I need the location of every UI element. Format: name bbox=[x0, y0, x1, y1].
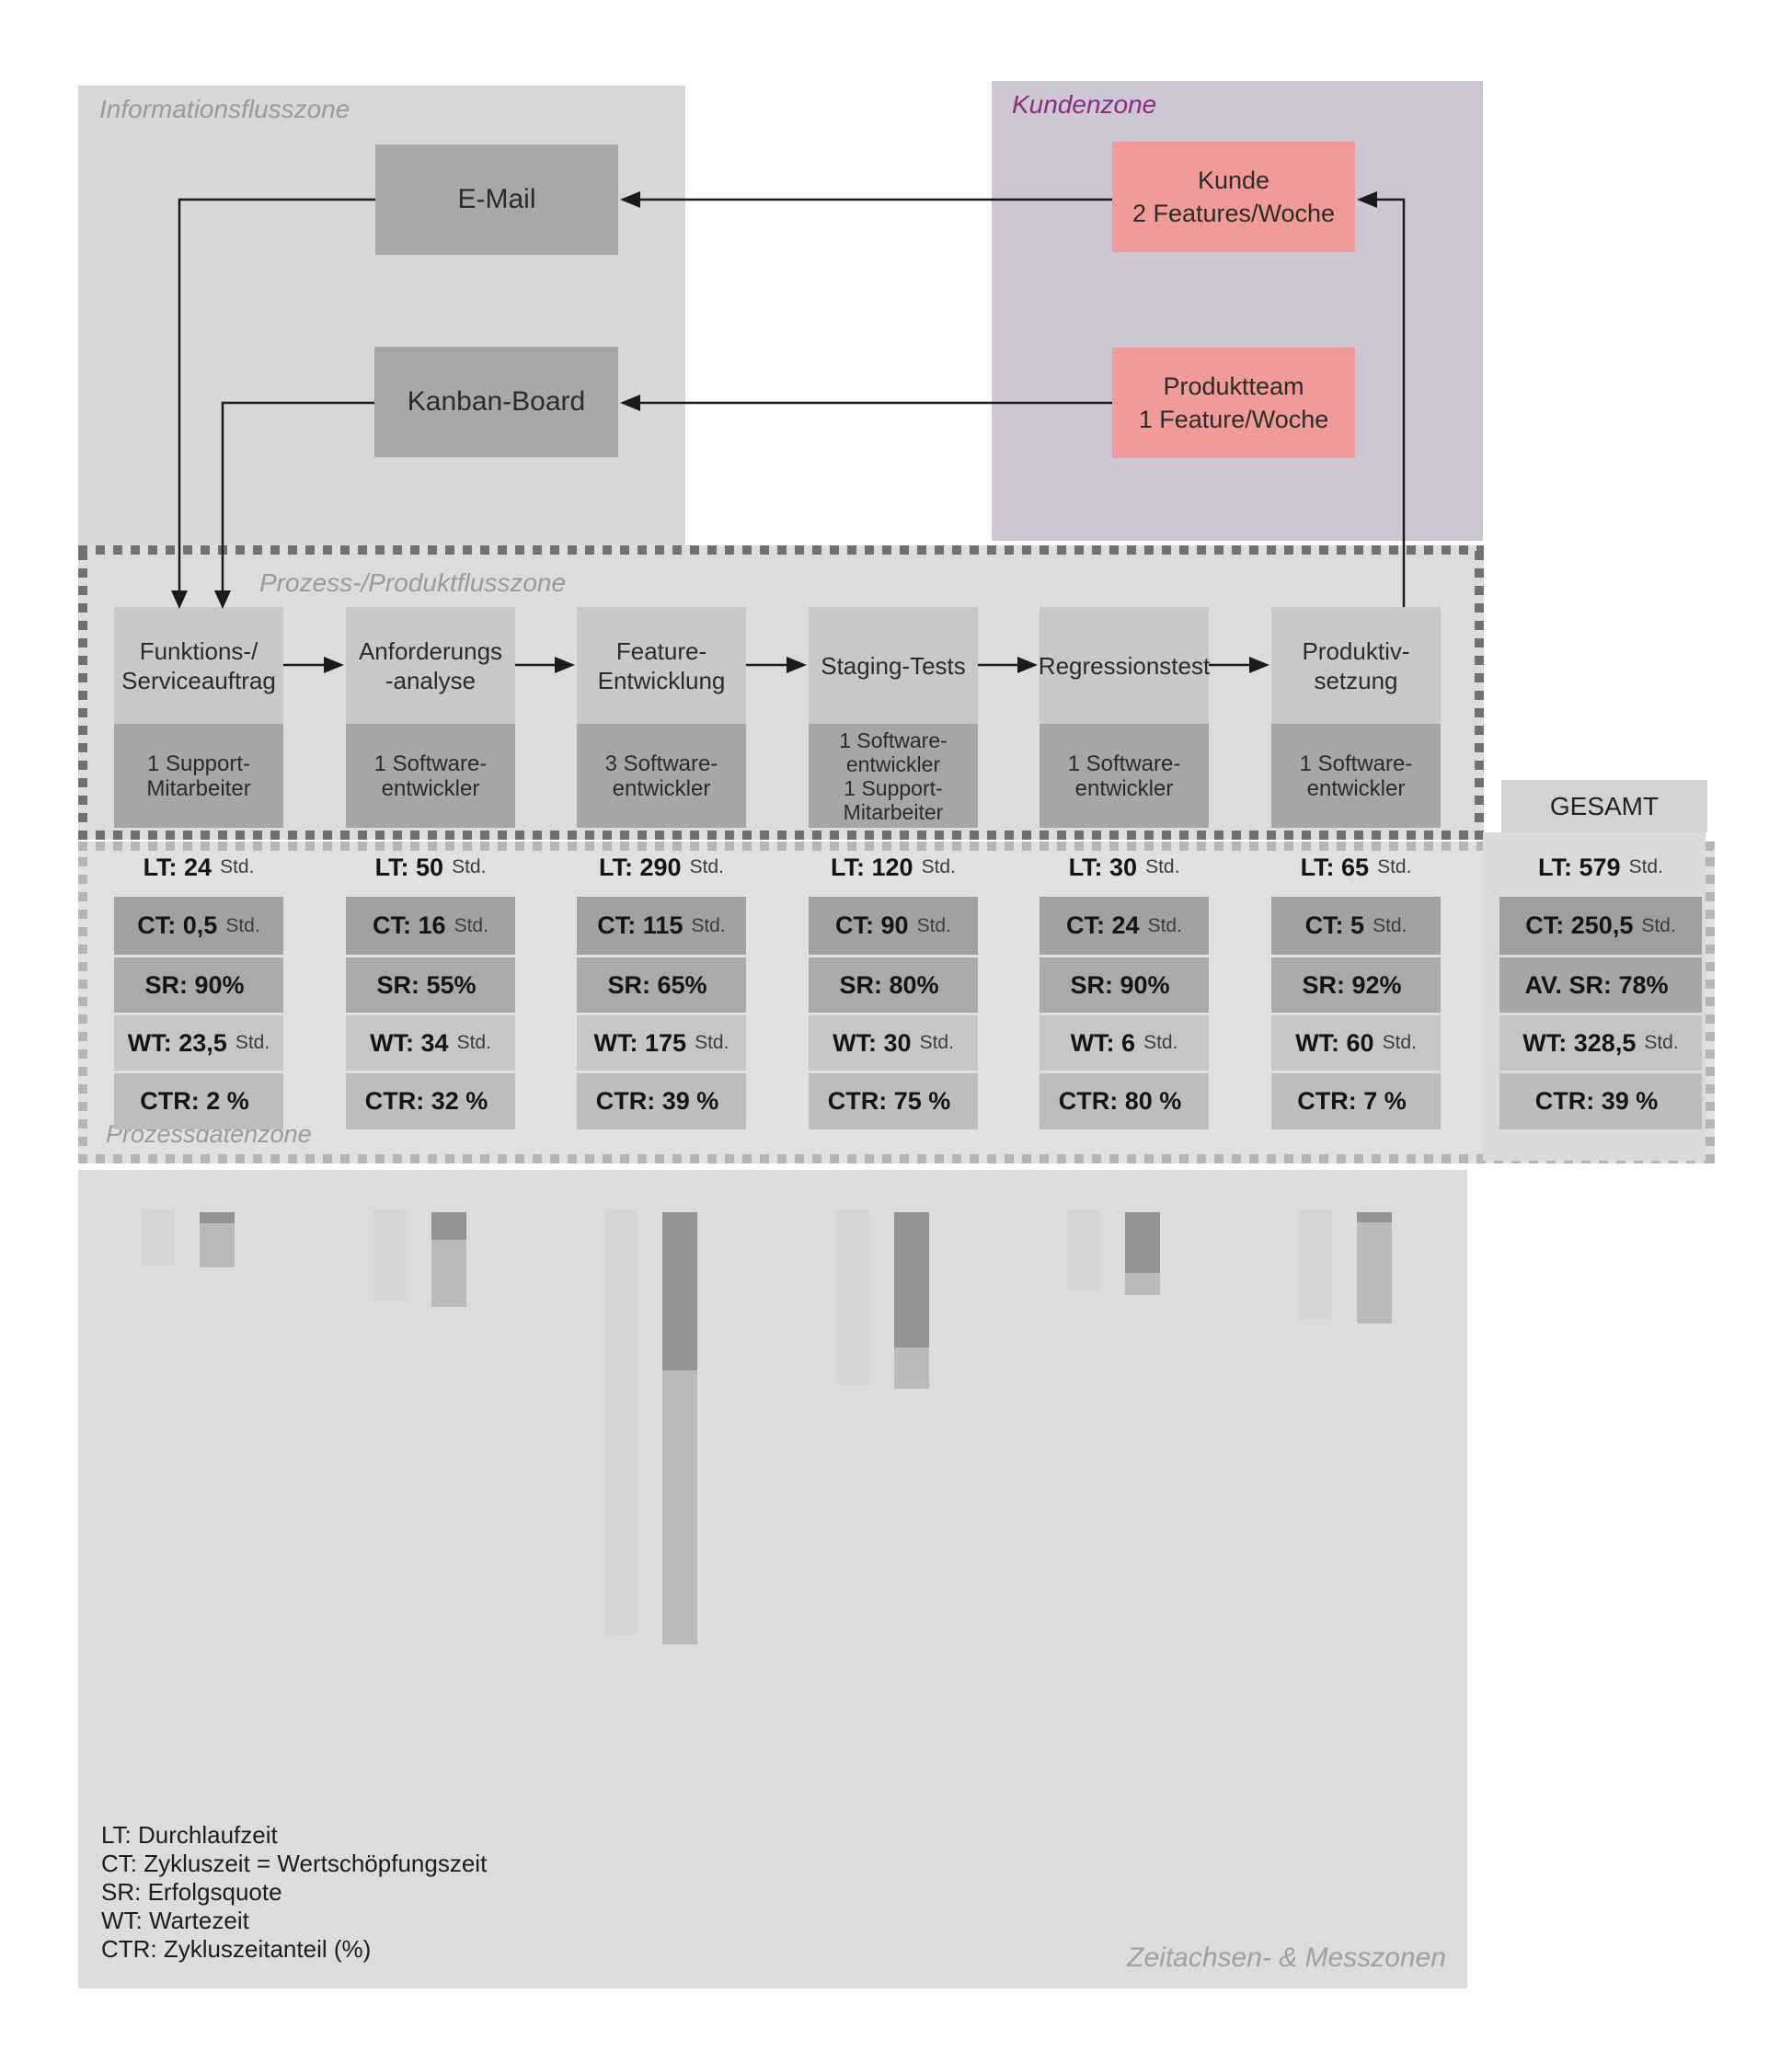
metric-ctr: CTR: 7 % bbox=[1271, 1073, 1441, 1129]
process-step-box: Funktions-/ Serviceauftrag bbox=[114, 607, 283, 724]
time-zone-title: Zeitachsen- & Messzonen bbox=[1127, 1942, 1446, 1973]
gesamt-header-box: GESAMT bbox=[1501, 780, 1707, 832]
process-step-box: Staging-Tests bbox=[809, 607, 978, 724]
kanban-board-label: Kanban-Board bbox=[407, 386, 586, 417]
process-step-box: Feature- Entwicklung bbox=[577, 607, 746, 724]
process-staff-box: 1 Software- entwickler bbox=[1040, 724, 1209, 828]
metric-sr: SR: 80% bbox=[809, 957, 978, 1013]
process-step-box: Anforderungs -analyse bbox=[346, 607, 515, 724]
metric-sr: SR: 55% bbox=[346, 957, 515, 1013]
process-step-box: Regressionstest bbox=[1038, 607, 1211, 724]
kunde-box: Kunde 2 Features/Woche bbox=[1112, 142, 1355, 252]
process-column-5: Regressionstest 1 Software- entwickler L… bbox=[1038, 0, 1211, 2051]
metric-ctr: CTR: 2 % bbox=[114, 1073, 283, 1129]
process-step-title: Funktions-/ Serviceauftrag bbox=[121, 636, 276, 694]
metric-sr: SR: 65% bbox=[577, 957, 746, 1013]
process-staff-label: 3 Software- entwickler bbox=[604, 751, 718, 801]
process-staff-label: 1 Software- entwickler bbox=[1067, 751, 1181, 801]
process-step-title: Staging-Tests bbox=[821, 651, 966, 680]
metric-sr: AV. SR: 78% bbox=[1499, 957, 1702, 1013]
kanban-board-box: Kanban-Board bbox=[374, 347, 618, 457]
produktteam-box-label: Produktteam 1 Feature/Woche bbox=[1138, 372, 1329, 433]
kunde-box-label: Kunde 2 Features/Woche bbox=[1131, 166, 1336, 227]
process-step-title: Regressionstest bbox=[1038, 651, 1211, 680]
process-staff-box: 1 Software- entwickler 1 Support- Mitarb… bbox=[809, 724, 978, 828]
metric-sr: SR: 90% bbox=[114, 957, 283, 1013]
metric-ctr: CTR: 80 % bbox=[1040, 1073, 1209, 1129]
process-step-box: Produktiv- setzung bbox=[1271, 607, 1441, 724]
time-axis-zone bbox=[78, 1170, 1467, 1988]
process-flow-zone bbox=[78, 545, 1484, 840]
process-column-1: Funktions-/ Serviceauftrag 1 Support- Mi… bbox=[114, 0, 283, 2051]
email-box: E-Mail bbox=[375, 144, 618, 255]
customer-zone-title: Kundenzone bbox=[1012, 90, 1157, 119]
metric-ctr: CTR: 32 % bbox=[346, 1073, 515, 1129]
process-staff-box: 1 Software- entwickler bbox=[1271, 724, 1441, 828]
process-step-title: Anforderungs -analyse bbox=[358, 636, 503, 694]
process-staff-box: 1 Software- entwickler bbox=[346, 724, 515, 828]
process-step-title: Feature- Entwicklung bbox=[597, 636, 726, 694]
info-zone-title: Informationsflusszone bbox=[99, 95, 350, 123]
process-staff-label: 1 Software- entwickler 1 Support- Mitarb… bbox=[839, 728, 948, 824]
process-staff-label: 1 Software- entwickler bbox=[373, 751, 488, 801]
process-column-4: Staging-Tests 1 Software- entwickler 1 S… bbox=[809, 0, 978, 2051]
metric-ctr: CTR: 39 % bbox=[577, 1073, 746, 1129]
process-staff-label: 1 Software- entwickler bbox=[1299, 751, 1413, 801]
gesamt-header-label: GESAMT bbox=[1549, 791, 1660, 820]
process-column-3: Feature- Entwicklung 3 Software- entwick… bbox=[577, 0, 746, 2051]
process-column-6: Produktiv- setzung 1 Software- entwickle… bbox=[1271, 0, 1441, 2051]
metric-sr: SR: 92% bbox=[1271, 957, 1441, 1013]
process-staff-label: 1 Support- Mitarbeiter bbox=[146, 751, 251, 801]
process-step-title: Produktiv- setzung bbox=[1302, 636, 1410, 694]
produktteam-box: Produktteam 1 Feature/Woche bbox=[1112, 348, 1355, 458]
metrics-legend: LT: Durchlaufzeit CT: Zykluszeit = Werts… bbox=[101, 1821, 488, 1963]
metric-sr: SR: 90% bbox=[1040, 957, 1209, 1013]
metric-ctr: CTR: 39 % bbox=[1499, 1073, 1702, 1129]
process-staff-box: 3 Software- entwickler bbox=[577, 724, 746, 828]
email-box-label: E-Mail bbox=[457, 184, 536, 214]
metric-ctr: CTR: 75 % bbox=[809, 1073, 978, 1129]
process-zone-title: Prozess-/Produktflusszone bbox=[259, 568, 567, 597]
process-staff-box: 1 Support- Mitarbeiter bbox=[114, 724, 283, 828]
process-column-2: Anforderungs -analyse 1 Software- entwic… bbox=[346, 0, 515, 2051]
